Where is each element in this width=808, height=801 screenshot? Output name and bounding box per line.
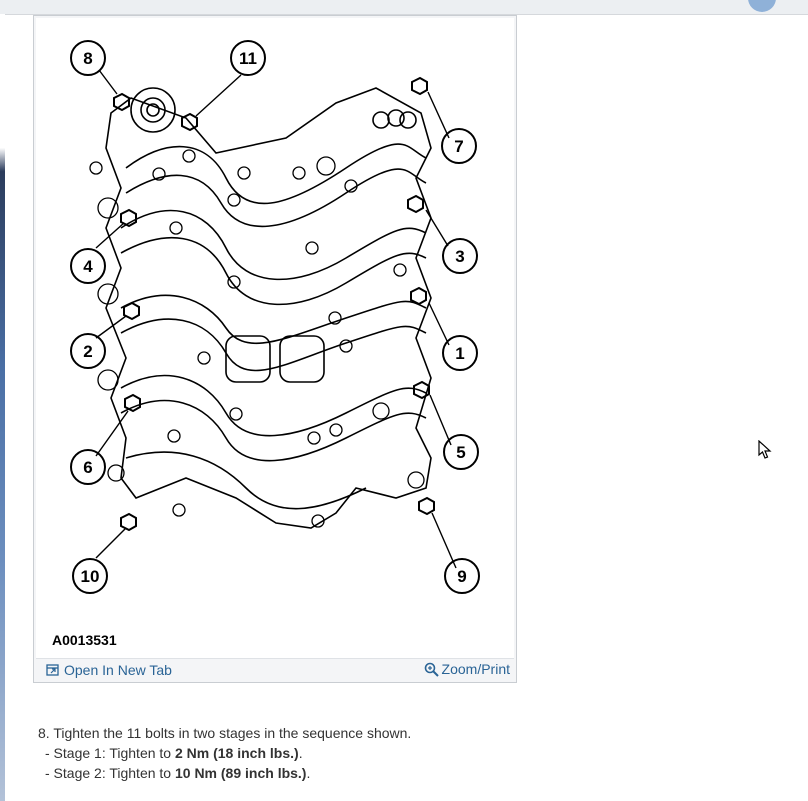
zoom-print-label: Zoom/Print bbox=[441, 661, 510, 677]
step-text: 8. Tighten the 11 bolts in two stages in… bbox=[38, 725, 412, 741]
procedure-text: 8. Tighten the 11 bolts in two stages in… bbox=[38, 723, 411, 783]
callout-7: 7 bbox=[454, 137, 463, 156]
avatar[interactable] bbox=[748, 0, 776, 12]
desktop-edge bbox=[0, 14, 5, 801]
stage-2-value: 10 Nm (89 inch lbs.) bbox=[174, 765, 307, 781]
stage-2-line: - Stage 2: Tighten to 10 Nm (89 inch lbs… bbox=[38, 763, 411, 783]
figure-card: 8 11 7 4 3 2 1 6 5 10 9 A0013531 Open In… bbox=[33, 15, 517, 683]
browser-top-bar bbox=[0, 0, 808, 15]
callout-11: 11 bbox=[239, 49, 257, 68]
callout-4: 4 bbox=[83, 257, 93, 276]
figure-links: Open In New Tab Zoom/Print bbox=[34, 659, 516, 681]
zoom-print-link[interactable]: Zoom/Print bbox=[424, 661, 510, 677]
callout-9: 9 bbox=[457, 567, 466, 586]
stage-1-prefix: - Stage 1: Tighten to bbox=[45, 745, 175, 761]
stage-2-suffix: . bbox=[306, 765, 311, 781]
stage-1-value: 2 Nm (18 inch lbs.) bbox=[174, 745, 299, 761]
stage-1-line: - Stage 1: Tighten to 2 Nm (18 inch lbs.… bbox=[38, 743, 411, 763]
stage-2-prefix: - Stage 2: Tighten to bbox=[45, 765, 175, 781]
callout-2: 2 bbox=[83, 342, 92, 361]
callout-8: 8 bbox=[83, 49, 92, 68]
callout-6: 6 bbox=[83, 458, 92, 477]
callout-10: 10 bbox=[81, 567, 100, 586]
figure-id: A0013531 bbox=[52, 632, 117, 648]
open-new-tab-icon bbox=[46, 664, 59, 676]
mouse-cursor-icon bbox=[758, 440, 772, 459]
callout-3: 3 bbox=[455, 247, 464, 266]
diagram-svg: 8 11 7 4 3 2 1 6 5 10 9 bbox=[70, 40, 480, 594]
callout-5: 5 bbox=[456, 443, 465, 462]
intake-manifold-diagram: 8 11 7 4 3 2 1 6 5 10 9 A0013531 bbox=[36, 18, 514, 659]
callout-1: 1 bbox=[455, 344, 464, 363]
open-in-new-tab-link[interactable]: Open In New Tab bbox=[46, 662, 172, 678]
open-in-new-tab-label: Open In New Tab bbox=[64, 662, 172, 678]
zoom-icon bbox=[424, 662, 439, 677]
stage-1-suffix: . bbox=[298, 745, 303, 761]
